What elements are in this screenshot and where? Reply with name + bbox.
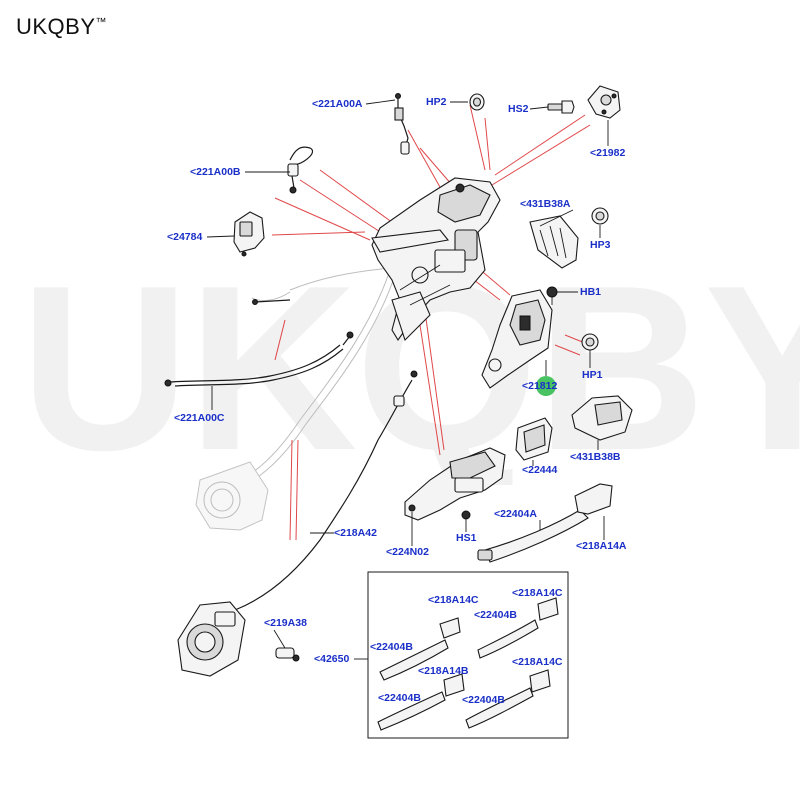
handle-carrier-224N02 (404, 447, 506, 521)
brand-trademark: ™ (95, 16, 108, 29)
label-22404B-3[interactable]: <22404B (378, 692, 421, 704)
label-218A14C-1[interactable]: <218A14C (428, 594, 479, 606)
screw-HS1 (461, 510, 471, 527)
cable-218A42 (234, 370, 418, 611)
label-221A00B[interactable]: <221A00B (190, 166, 241, 178)
label-HS2[interactable]: HS2 (508, 103, 529, 115)
label-431B38A[interactable]: <431B38A (520, 198, 571, 210)
label-224N02[interactable]: <224N02 (386, 546, 429, 558)
label-218A42[interactable]: <218A42 (334, 527, 377, 539)
label-218A14A[interactable]: <218A14A (576, 540, 627, 552)
label-431B38B[interactable]: <431B38B (570, 451, 621, 463)
latch-21812 (481, 289, 553, 389)
label-218A14C-2[interactable]: <218A14C (512, 587, 563, 599)
highlight-marker (536, 376, 556, 396)
ghost-door-frame (195, 267, 397, 531)
bolt-HB1 (546, 286, 558, 305)
cable-221A00A (394, 93, 410, 155)
actuator-module (177, 601, 246, 677)
label-218A14C-3[interactable]: <218A14C (512, 656, 563, 668)
bezel-22444 (515, 417, 553, 461)
label-221A00C[interactable]: <221A00C (174, 412, 225, 424)
plug-HP3 (591, 207, 609, 225)
label-22404B-4[interactable]: <22404B (462, 694, 505, 706)
cable-221A00B (287, 146, 314, 194)
label-HP1[interactable]: HP1 (582, 369, 603, 381)
label-221A00A[interactable]: <221A00A (312, 98, 363, 110)
striker-21982 (587, 85, 621, 119)
label-22404A[interactable]: <22404A (494, 508, 537, 520)
grommet-219A38 (275, 647, 300, 662)
screw-HS2 (547, 100, 575, 114)
label-218A14B[interactable]: <218A14B (418, 665, 469, 677)
bracket-24784 (233, 211, 265, 257)
door-latch-assembly (371, 177, 501, 342)
label-24784[interactable]: <24784 (167, 231, 203, 243)
label-42650[interactable]: <42650 (314, 653, 350, 665)
handle-22404A (477, 509, 589, 563)
label-HB1[interactable]: HB1 (580, 286, 602, 298)
brand-logo: UKQBY™ (16, 14, 107, 40)
label-21812[interactable]: <21812 (522, 380, 558, 392)
cover-218A14A (574, 483, 613, 515)
cable-221A00C (164, 299, 354, 387)
kit-box-42650 (367, 571, 569, 739)
label-219A38[interactable]: <219A38 (264, 617, 307, 629)
label-22444[interactable]: <22444 (522, 464, 558, 476)
label-HP3[interactable]: HP3 (590, 239, 611, 251)
plug-HP2 (469, 93, 485, 111)
label-leaders (206, 99, 609, 660)
brand-name: UKQBY (16, 14, 96, 39)
cover-431B38B (571, 395, 633, 441)
label-21982[interactable]: <21982 (590, 147, 626, 159)
label-22404B-2[interactable]: <22404B (370, 641, 413, 653)
label-HP2[interactable]: HP2 (426, 96, 447, 108)
pad-431B38A (529, 215, 579, 269)
plug-HP1 (581, 333, 599, 351)
label-HS1[interactable]: HS1 (456, 532, 477, 544)
label-22404B-1[interactable]: <22404B (474, 609, 517, 621)
